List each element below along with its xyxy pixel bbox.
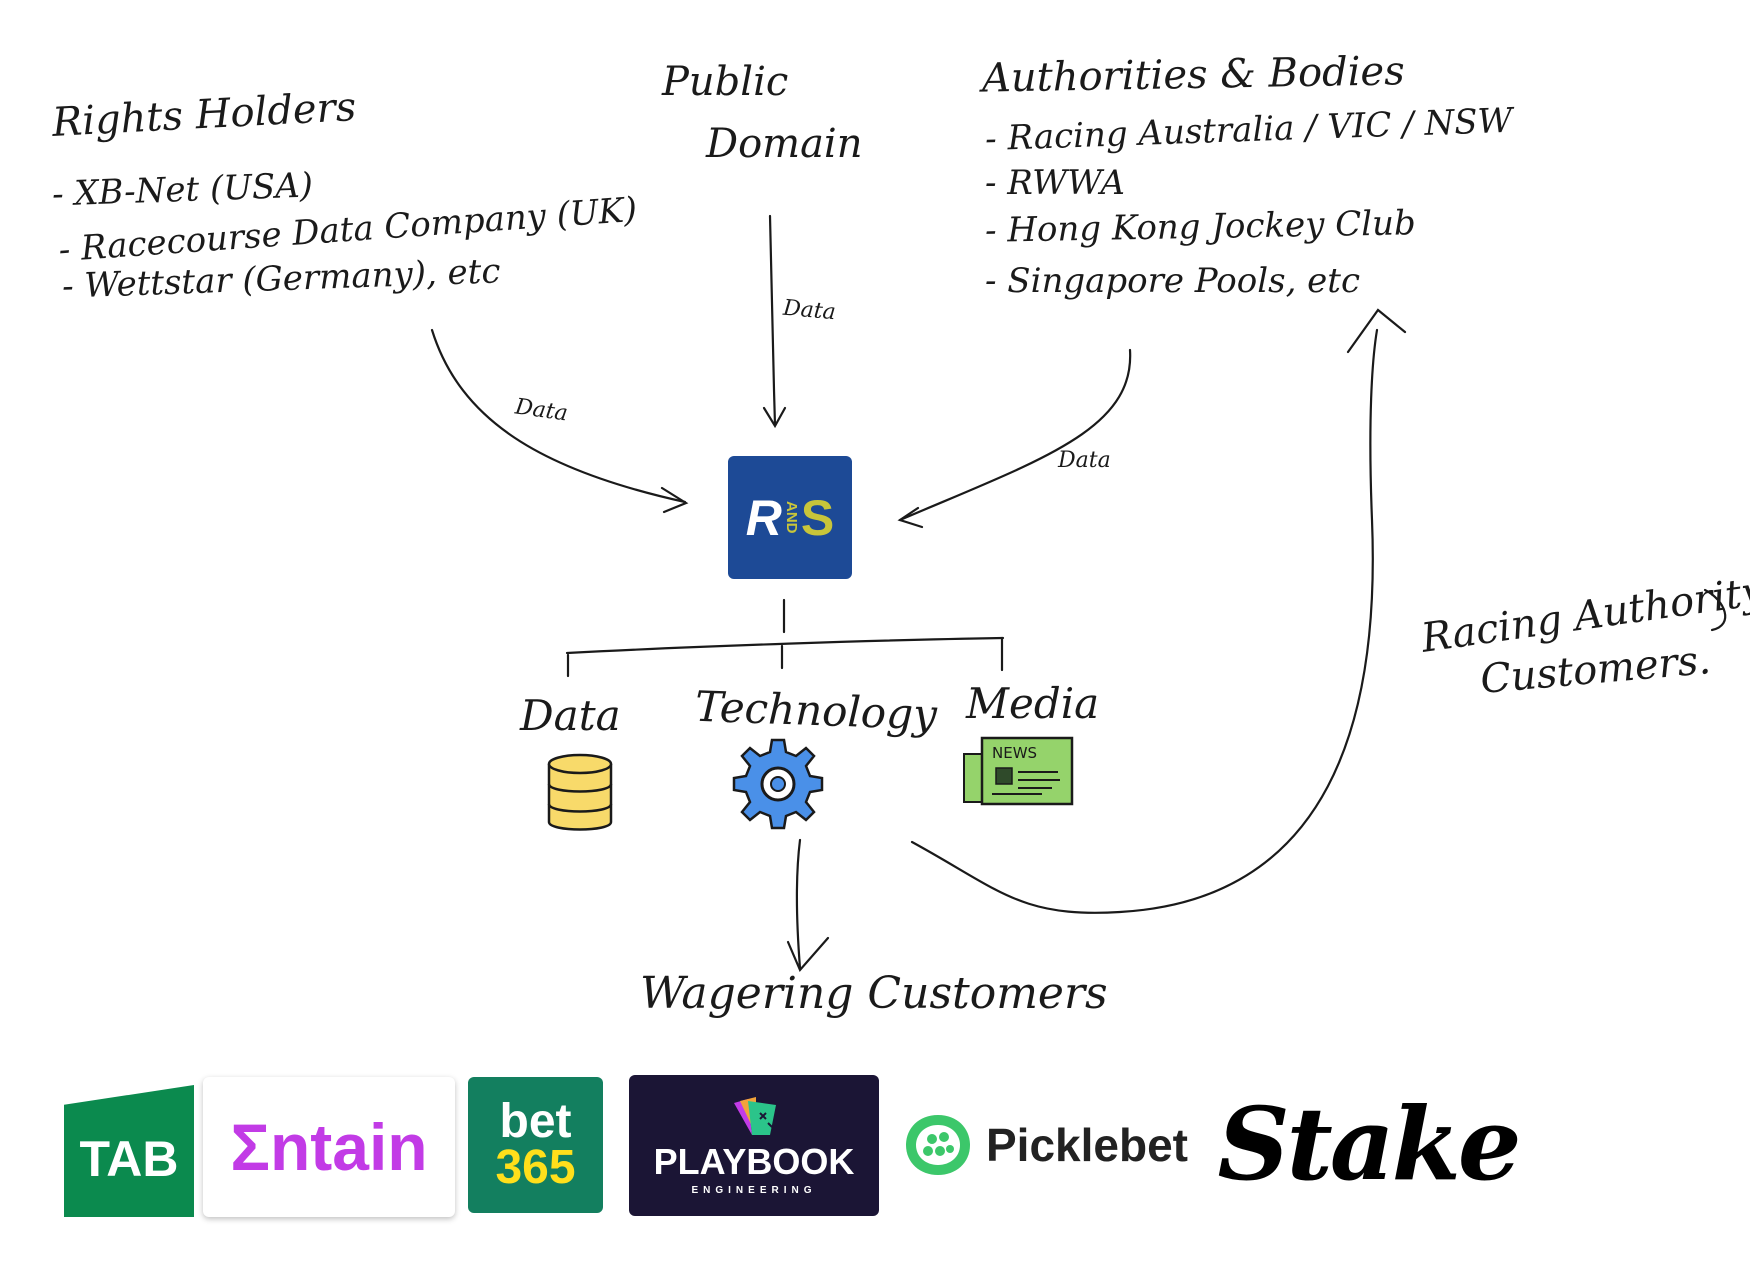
database-icon [545, 752, 615, 838]
bet365-logo: bet 365 [468, 1077, 603, 1213]
arrow-rights-to-center [430, 328, 687, 504]
entain-logo-text: Σntain [230, 1110, 428, 1184]
output-technology-label: Technology [694, 681, 938, 740]
wagering-customers-label: Wagering Customers [640, 968, 1108, 1019]
tree-bracket [565, 636, 1005, 655]
logo-and: AND [782, 501, 800, 534]
gear-icon [730, 736, 826, 836]
edge-label-center: Data [782, 295, 837, 326]
authority-item: - Hong Kong Jockey Club [984, 203, 1417, 251]
playbook-logo-subtext: ENGINEERING [691, 1185, 817, 1196]
tab-logo-text: TAB [79, 1131, 179, 1187]
arrow-public-to-center [768, 214, 777, 427]
authority-item: - RWWA [985, 163, 1125, 203]
picklebet-emblem-icon [906, 1115, 970, 1175]
picklebet-logo-text: Picklebet [986, 1119, 1188, 1171]
entain-logo: Σntain [203, 1077, 455, 1217]
arrow-tech-to-wagering [795, 838, 802, 970]
tab-logo: TAB [64, 1085, 194, 1217]
logo-letter-r: R [745, 489, 782, 546]
output-media-label: Media [966, 679, 1100, 728]
playbook-emblem-icon [734, 1097, 776, 1135]
stake-logo: Stake [1217, 1078, 1521, 1210]
racing-and-sports-logo: R AND S [728, 456, 852, 579]
authority-item: - Singapore Pools, etc [985, 261, 1361, 301]
public-domain-line1: Public [662, 59, 789, 105]
stake-logo-text: Stake [1217, 1085, 1521, 1203]
playbook-logo-text: PLAYBOOK [653, 1141, 855, 1182]
public-domain-line2: Domain [706, 121, 863, 167]
rights-holder-item: - XB-Net (USA) [51, 165, 314, 215]
edge-label-right: Data [1058, 448, 1111, 473]
arrow-media-to-authorities [910, 328, 1379, 914]
picklebet-logo: Picklebet [902, 1105, 1222, 1185]
newspaper-icon: NEWS [962, 732, 1078, 812]
arrow-authorities-to-center [898, 348, 1132, 522]
output-data-label: Data [520, 691, 621, 740]
bet365-bottom-text: 365 [495, 1141, 576, 1194]
playbook-logo: PLAYBOOK ENGINEERING [629, 1075, 879, 1216]
newspaper-icon-text: NEWS [992, 744, 1037, 762]
logo-letter-s: S [800, 489, 835, 546]
authorities-heading: Authorities & Bodies [981, 48, 1406, 102]
bet365-top-text: bet [499, 1095, 572, 1149]
